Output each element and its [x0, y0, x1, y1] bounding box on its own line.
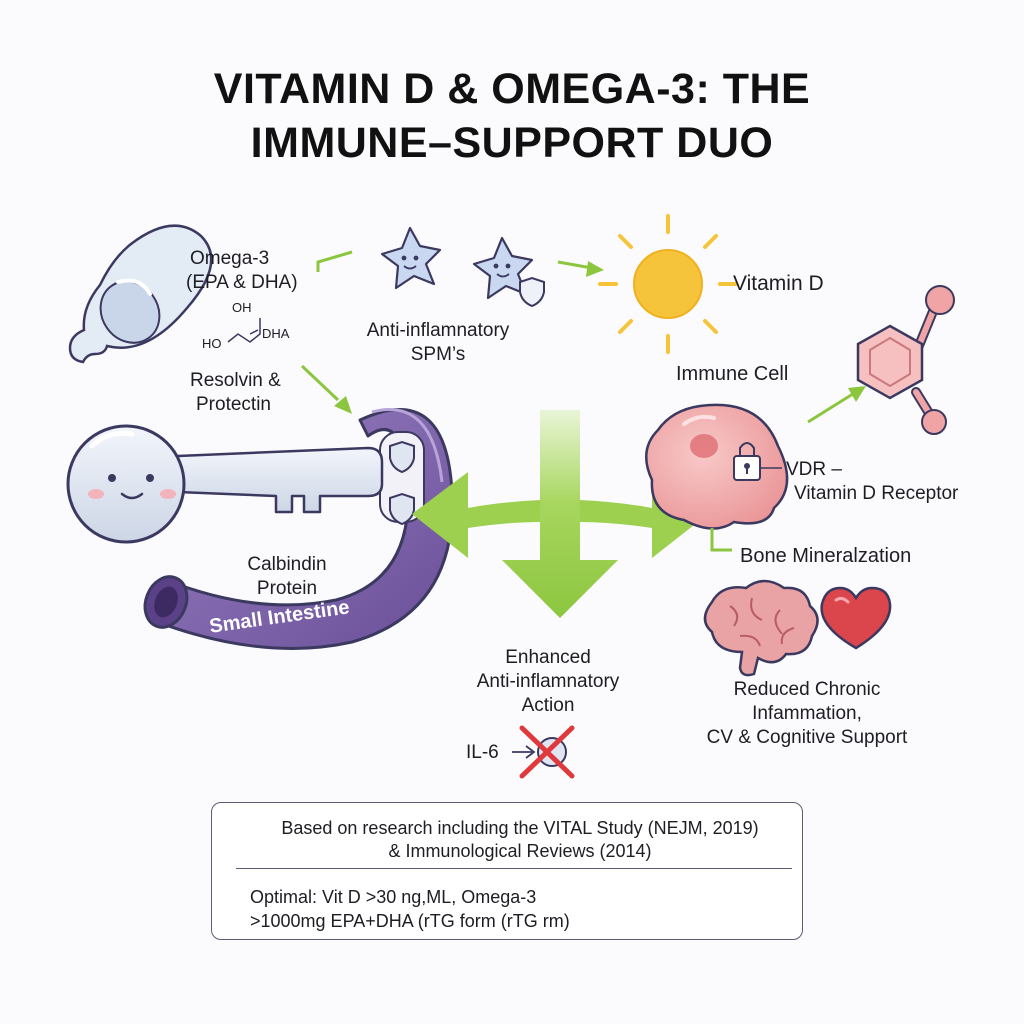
immune-cell-label: Immune Cell	[676, 363, 789, 385]
key-icon	[66, 424, 384, 544]
chemical-structure-icon	[227, 318, 261, 343]
molecule-icon	[856, 285, 955, 435]
dose-line-1: Optimal: Vit D >30 ng,ML, Omega-3	[250, 887, 537, 907]
vdr-label-line-1: VDR –	[786, 459, 842, 480]
vitamin-d-label: Vitamin D	[733, 272, 824, 295]
outcomes-label-line-1: Reduced Chronic	[733, 679, 881, 700]
bone-mineralization-label: Bone Mineralzation	[740, 545, 912, 567]
calbindin-label-line-1: Calbindin	[247, 554, 327, 575]
dose-line-2: >1000mg EPA+DHA (rTG form (rTG rm)	[250, 911, 570, 931]
arrow-to-intestine	[300, 364, 352, 414]
connector-line	[316, 250, 353, 272]
reference-line-2: & Immunological Reviews (2014)	[388, 841, 652, 861]
omega3-subtitle: (EPA & DHA)	[186, 272, 298, 293]
reference-box	[211, 802, 803, 940]
immune-cell-icon	[645, 403, 789, 530]
vdr-label-line-2: Vitamin D Receptor	[794, 483, 959, 504]
bone-connector	[710, 528, 732, 552]
capsule-icon	[68, 224, 213, 364]
omega3-label: Omega-3	[190, 248, 270, 269]
protectin-label: Protectin	[196, 394, 271, 415]
il6-blocked-icon	[512, 737, 567, 767]
chem-dha-label: DHA	[262, 326, 290, 341]
il6-label: IL-6	[466, 742, 499, 763]
heart-icon	[820, 586, 892, 650]
arrow-to-molecule	[807, 386, 866, 424]
star-cell-icon	[380, 226, 442, 290]
outcomes-label-line-2: Infammation,	[752, 703, 862, 724]
calbindin-label-line-2: Protein	[256, 578, 318, 599]
sun-icon	[598, 214, 738, 354]
page-title: VITAMIN D & OMEGA-3: THE IMMUNE–SUPPORT …	[0, 62, 1024, 170]
enhanced-label-line-1: Enhanced	[505, 647, 591, 668]
spm-label-line-1: Anti-inflamnatory	[366, 320, 510, 341]
enhanced-label-line-2: Anti-inflamnatory	[476, 671, 620, 692]
chem-ho-label: HO	[202, 336, 222, 351]
star-cell-shield-icon	[472, 236, 545, 308]
shield-icon	[389, 440, 415, 526]
brain-icon	[703, 579, 819, 677]
lock-icon	[733, 442, 782, 481]
outcomes-label-line-3: CV & Cognitive Support	[706, 727, 908, 748]
arrow-to-sun	[557, 260, 604, 277]
reference-divider	[236, 868, 792, 869]
title-line-2: IMMUNE–SUPPORT DUO	[250, 119, 774, 167]
title-line-1: VITAMIN D & OMEGA-3: THE	[213, 65, 811, 113]
spm-label-line-2: SPM’s	[410, 344, 466, 365]
resolvin-label: Resolvin &	[190, 370, 281, 391]
cross-icon	[519, 725, 575, 779]
reference-line-1: Based on research including the VITAL St…	[281, 818, 759, 838]
chem-oh-label: OH	[232, 300, 252, 315]
enhanced-label-line-3: Action	[521, 695, 575, 716]
